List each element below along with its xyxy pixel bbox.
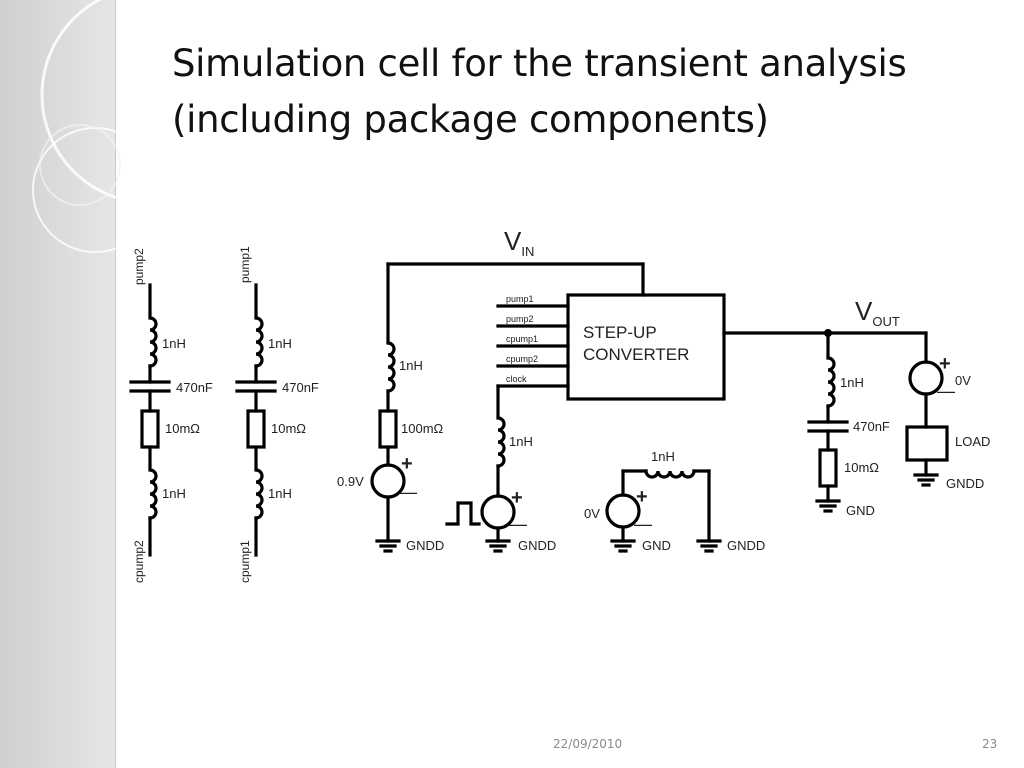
vout-resistor-label: 10mΩ (844, 460, 879, 475)
pin-pump2-label: pump2 (506, 314, 534, 324)
vout-label: VOUT (855, 296, 900, 329)
load-source-value: 0V (955, 373, 971, 388)
clock-source-minus: — (509, 514, 527, 534)
clock-branch: 1nH + — GNDD (445, 384, 556, 553)
title-line-1: Simulation cell for the transient analys… (172, 42, 907, 85)
clock-inductor-label: 1nH (509, 434, 533, 449)
vin-gndd-label: GNDD (406, 538, 444, 553)
decorative-rings (32, 0, 260, 253)
pump2-label: pump2 (132, 248, 146, 285)
slide-title: Simulation cell for the transient analys… (172, 36, 1002, 148)
pin-pump1-label: pump1 (506, 294, 534, 304)
step-up-converter-block: STEP-UP CONVERTER pump1 pump2 cpump1 cpu… (496, 293, 726, 401)
vin-label: VIN (504, 226, 534, 259)
pkg-right-inductor-bottom-label: 1nH (268, 486, 292, 501)
pkg-right-resistor-label: 10mΩ (271, 421, 306, 436)
load-gndd-label: GNDD (946, 476, 984, 491)
bias-source-plus: + (636, 486, 648, 508)
vin-resistor-label: 100mΩ (401, 421, 444, 436)
package-chain-left: pump2 cpump2 1nH 470nF 10mΩ 1nH (129, 248, 213, 583)
title-line-2: (including package components) (172, 98, 769, 141)
pin-cpump1-label: cpump1 (506, 334, 538, 344)
vin-branch: VIN 1nH 100mΩ 0.9V + — GNDD (337, 226, 645, 553)
pkg-right-capacitor-label: 470nF (282, 380, 319, 395)
converter-label-line2: CONVERTER (583, 345, 689, 364)
bias-source-value: 0V (584, 506, 600, 521)
vout-capacitor-label: 470nF (853, 419, 890, 434)
vin-source-plus: + (401, 453, 413, 475)
cpump2-label: cpump2 (132, 540, 146, 583)
bias-source-minus: — (634, 514, 652, 534)
pin-clock-label: clock (506, 374, 527, 384)
clock-gndd-label: GNDD (518, 538, 556, 553)
pkg-left-capacitor-label: 470nF (176, 380, 213, 395)
vout-inductor-label: 1nH (840, 375, 864, 390)
bias-branch: 1nH 0V + — GND GNDD (584, 449, 765, 553)
clock-source-plus: + (511, 487, 523, 509)
page-number: 23 (982, 737, 998, 751)
footer-date: 22/09/2010 (553, 737, 623, 751)
pump1-label: pump1 (238, 246, 252, 283)
vout-branch: VOUT 1nH 470nF 10mΩ GND (722, 296, 928, 518)
load-label: LOAD (955, 434, 990, 449)
package-chain-right: pump1 cpump1 1nH 470nF 10mΩ 1nH (235, 246, 319, 583)
pin-cpump2-label: cpump2 (506, 354, 538, 364)
bias-gndd-label: GNDD (727, 538, 765, 553)
load-branch: 0V + — LOAD GNDD (905, 331, 990, 491)
bias-inductor-label: 1nH (651, 449, 675, 464)
vin-source-value: 0.9V (337, 474, 364, 489)
load-source-plus: + (939, 353, 951, 375)
pkg-left-inductor-top-label: 1nH (162, 336, 186, 351)
pkg-left-resistor-label: 10mΩ (165, 421, 200, 436)
bias-gnd-label: GND (642, 538, 671, 553)
pkg-left-inductor-bottom-label: 1nH (162, 486, 186, 501)
vin-source-minus: — (399, 482, 417, 502)
converter-label-line1: STEP-UP (583, 323, 657, 342)
vin-inductor-label: 1nH (399, 358, 423, 373)
cpump1-label: cpump1 (238, 540, 252, 583)
load-source-minus: — (937, 381, 955, 401)
vout-gnd-label: GND (846, 503, 875, 518)
pkg-right-inductor-top-label: 1nH (268, 336, 292, 351)
